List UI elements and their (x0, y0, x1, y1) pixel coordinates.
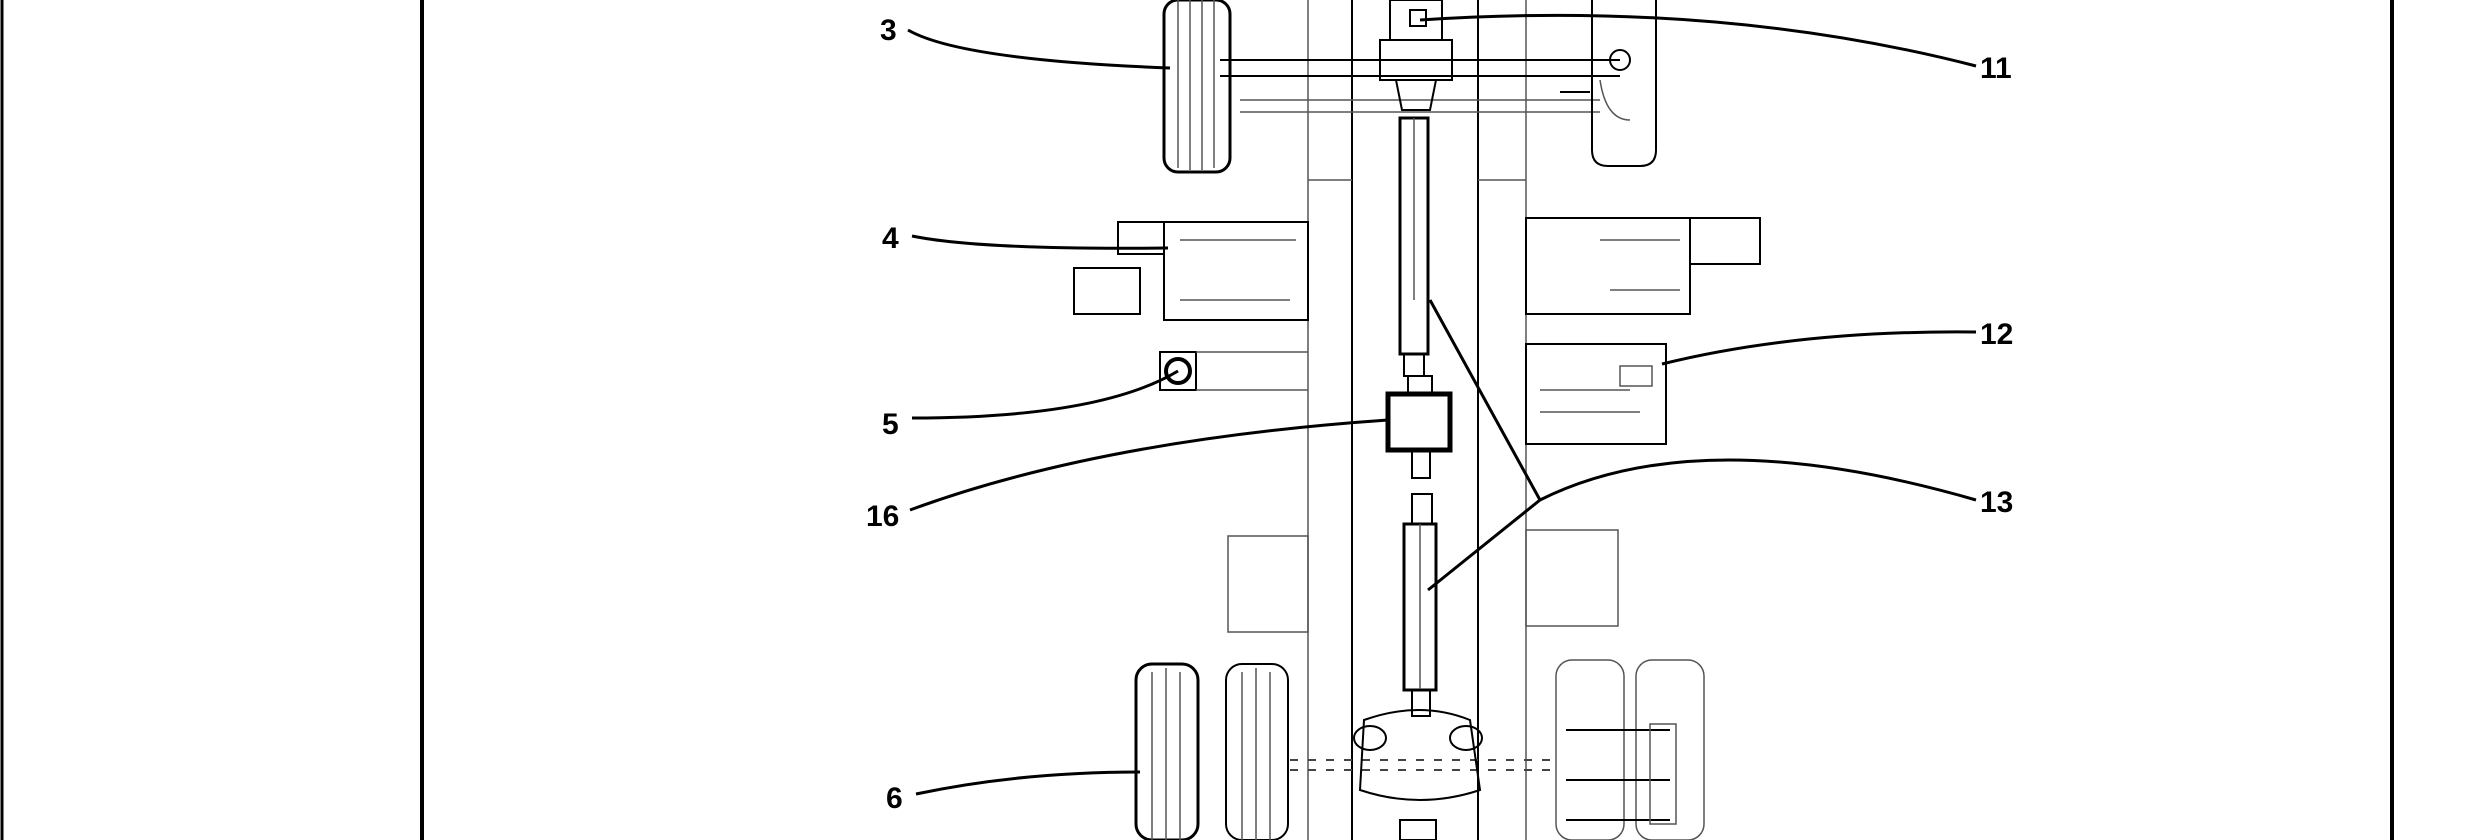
callout-16: 16 (866, 500, 899, 533)
transfer-case (1385, 375, 1453, 479)
callout-11: 11 (1980, 52, 2012, 85)
left-tank (1073, 221, 1309, 321)
leader-13 (1427, 458, 1977, 592)
leader-4 (911, 234, 1169, 250)
front-right-tire (1560, 0, 1657, 167)
leader-3 (907, 28, 1171, 70)
mid-components (1227, 529, 1619, 633)
drive-shaft-rear (1402, 493, 1438, 717)
leader-5 (911, 369, 1179, 420)
rear-axle (1290, 709, 1560, 840)
callout-4: 4 (882, 222, 899, 255)
right-tank (1525, 217, 1761, 315)
callout-6: 6 (886, 782, 903, 815)
leader-6 (915, 770, 1141, 796)
rear-right-tires (1555, 659, 1705, 840)
callout-13: 13 (1980, 486, 2013, 519)
callout-3: 3 (880, 14, 897, 47)
battery-box (1159, 351, 1308, 391)
leader-11 (1419, 13, 1977, 68)
front-left-tire (1162, 0, 1232, 174)
leader-13-branch (1428, 299, 1542, 501)
front-axle (1220, 0, 1620, 113)
callout-5: 5 (882, 408, 899, 441)
drive-shaft-front (1398, 116, 1430, 377)
leader-lines (907, 13, 1977, 796)
leader-12 (1661, 330, 1977, 366)
right-box (1525, 343, 1667, 445)
callout-12: 12 (1980, 318, 2013, 351)
leader-16 (909, 418, 1389, 512)
rear-left-tires (1134, 662, 1289, 840)
